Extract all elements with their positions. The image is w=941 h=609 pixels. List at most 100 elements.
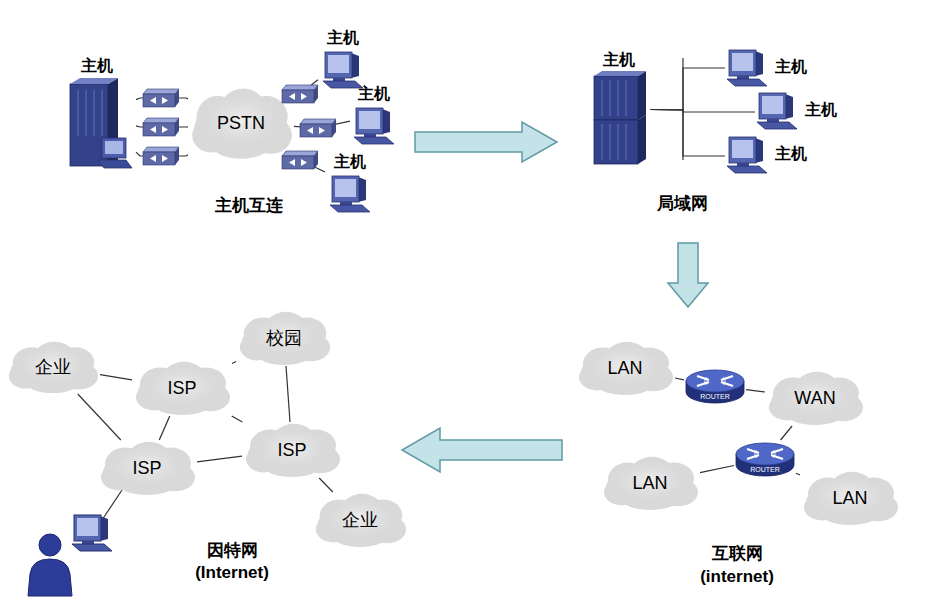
host-node: 主机 xyxy=(725,47,815,89)
server-icon xyxy=(58,76,136,172)
cabinet-ridge xyxy=(609,80,610,116)
modem-top xyxy=(282,151,318,156)
monitor-neck xyxy=(737,163,749,166)
user-icon xyxy=(28,515,112,596)
tower-ridge xyxy=(93,90,94,136)
modem-icon xyxy=(143,89,179,107)
modem-symbol xyxy=(307,127,325,134)
monitor-screen xyxy=(77,518,98,536)
keyboard xyxy=(757,122,797,129)
keyboard xyxy=(354,137,394,144)
network-link xyxy=(319,478,333,492)
modem-top xyxy=(143,147,179,152)
cloud-label: ISP xyxy=(132,360,232,416)
modem-front xyxy=(282,156,314,169)
monitor-screen xyxy=(328,55,349,73)
keyboard xyxy=(727,166,767,173)
cabinet-top xyxy=(594,71,646,76)
modem-front xyxy=(143,123,175,136)
monitor-front xyxy=(325,52,352,78)
monitor-screen xyxy=(732,140,753,158)
modem-side xyxy=(314,151,318,169)
cabinet-front xyxy=(594,120,638,164)
network-link xyxy=(675,378,684,380)
cabinet-ridge xyxy=(617,80,618,116)
router-node: ROUTER xyxy=(734,440,796,478)
router-label: ROUTER xyxy=(734,466,796,474)
terminal-icon xyxy=(725,135,769,177)
modem-front xyxy=(143,94,175,107)
network-cloud: PSTN xyxy=(188,86,294,160)
modem-icon xyxy=(143,118,179,136)
network-cloud: ISP xyxy=(97,440,197,496)
monitor-screen xyxy=(359,111,380,129)
cloud-label: 企业 xyxy=(5,340,100,394)
modem-top xyxy=(143,118,179,123)
network-cloud: 企业 xyxy=(5,340,100,394)
monitor-neck xyxy=(340,202,352,205)
host-node: 主机 xyxy=(350,84,398,148)
server-icon xyxy=(588,70,650,168)
cabinet-ridge xyxy=(625,80,626,116)
panel-caption: (Internet) xyxy=(195,563,269,583)
modem-icon xyxy=(300,119,336,137)
router-arrowheads xyxy=(754,450,776,458)
cabinet-ridge xyxy=(601,124,602,160)
cloud-label: LAN xyxy=(575,340,675,396)
network-link xyxy=(232,416,243,422)
router-top xyxy=(686,370,744,392)
panel-caption: 主机互连 xyxy=(215,194,283,217)
host-node: 主机 xyxy=(755,90,847,134)
network-cloud: 校园 xyxy=(236,310,332,366)
user-body xyxy=(28,559,72,596)
monitor-front xyxy=(102,138,126,158)
flow-arrow xyxy=(402,428,562,472)
network-link xyxy=(796,473,800,475)
user-terminal xyxy=(72,515,112,551)
network-cloud: WAN xyxy=(765,370,865,426)
network-cloud: 企业 xyxy=(312,492,408,548)
tower-top xyxy=(70,78,118,84)
network-link xyxy=(197,456,242,462)
network-link xyxy=(650,68,725,110)
modem-top xyxy=(143,89,179,94)
cloud-label: LAN xyxy=(800,470,900,526)
user-head xyxy=(39,534,61,556)
modem-icon xyxy=(282,85,318,103)
host-node: 主机 xyxy=(725,134,817,178)
tower-ridge xyxy=(101,90,102,136)
terminal-icon xyxy=(755,91,799,133)
host-label: 主机 xyxy=(318,28,368,48)
network-link xyxy=(78,394,121,440)
modem-side xyxy=(314,85,318,103)
network-link xyxy=(781,426,792,440)
terminal-icon xyxy=(328,174,372,216)
monitor-neck xyxy=(364,134,376,137)
network-cloud: LAN xyxy=(575,340,675,396)
panel-caption: 因特网 xyxy=(207,539,258,562)
router-arrows xyxy=(747,449,783,459)
router-node: ROUTER xyxy=(684,367,746,405)
monitor-front xyxy=(729,50,756,76)
router-top xyxy=(736,443,794,465)
modem-symbol xyxy=(289,93,307,100)
host-node: 主机 xyxy=(58,56,136,174)
keyboard xyxy=(330,205,370,212)
monitor-screen xyxy=(732,53,753,71)
terminal-icon xyxy=(352,106,396,148)
host-label: 主机 xyxy=(805,100,837,120)
monitor-neck xyxy=(737,76,749,79)
modem-icon xyxy=(143,147,179,165)
cabinet-front xyxy=(594,76,638,120)
modem-symbol xyxy=(150,155,168,162)
host-label: 主机 xyxy=(775,57,807,77)
tower-ridge xyxy=(85,90,86,136)
modem-front xyxy=(300,124,332,137)
cabinet-side xyxy=(638,71,646,120)
tower-ridge xyxy=(77,90,78,136)
keyboard xyxy=(72,544,112,551)
host-node: 主机 xyxy=(588,50,650,168)
host-label: 主机 xyxy=(325,152,375,172)
host-node: 主机 xyxy=(318,28,368,92)
